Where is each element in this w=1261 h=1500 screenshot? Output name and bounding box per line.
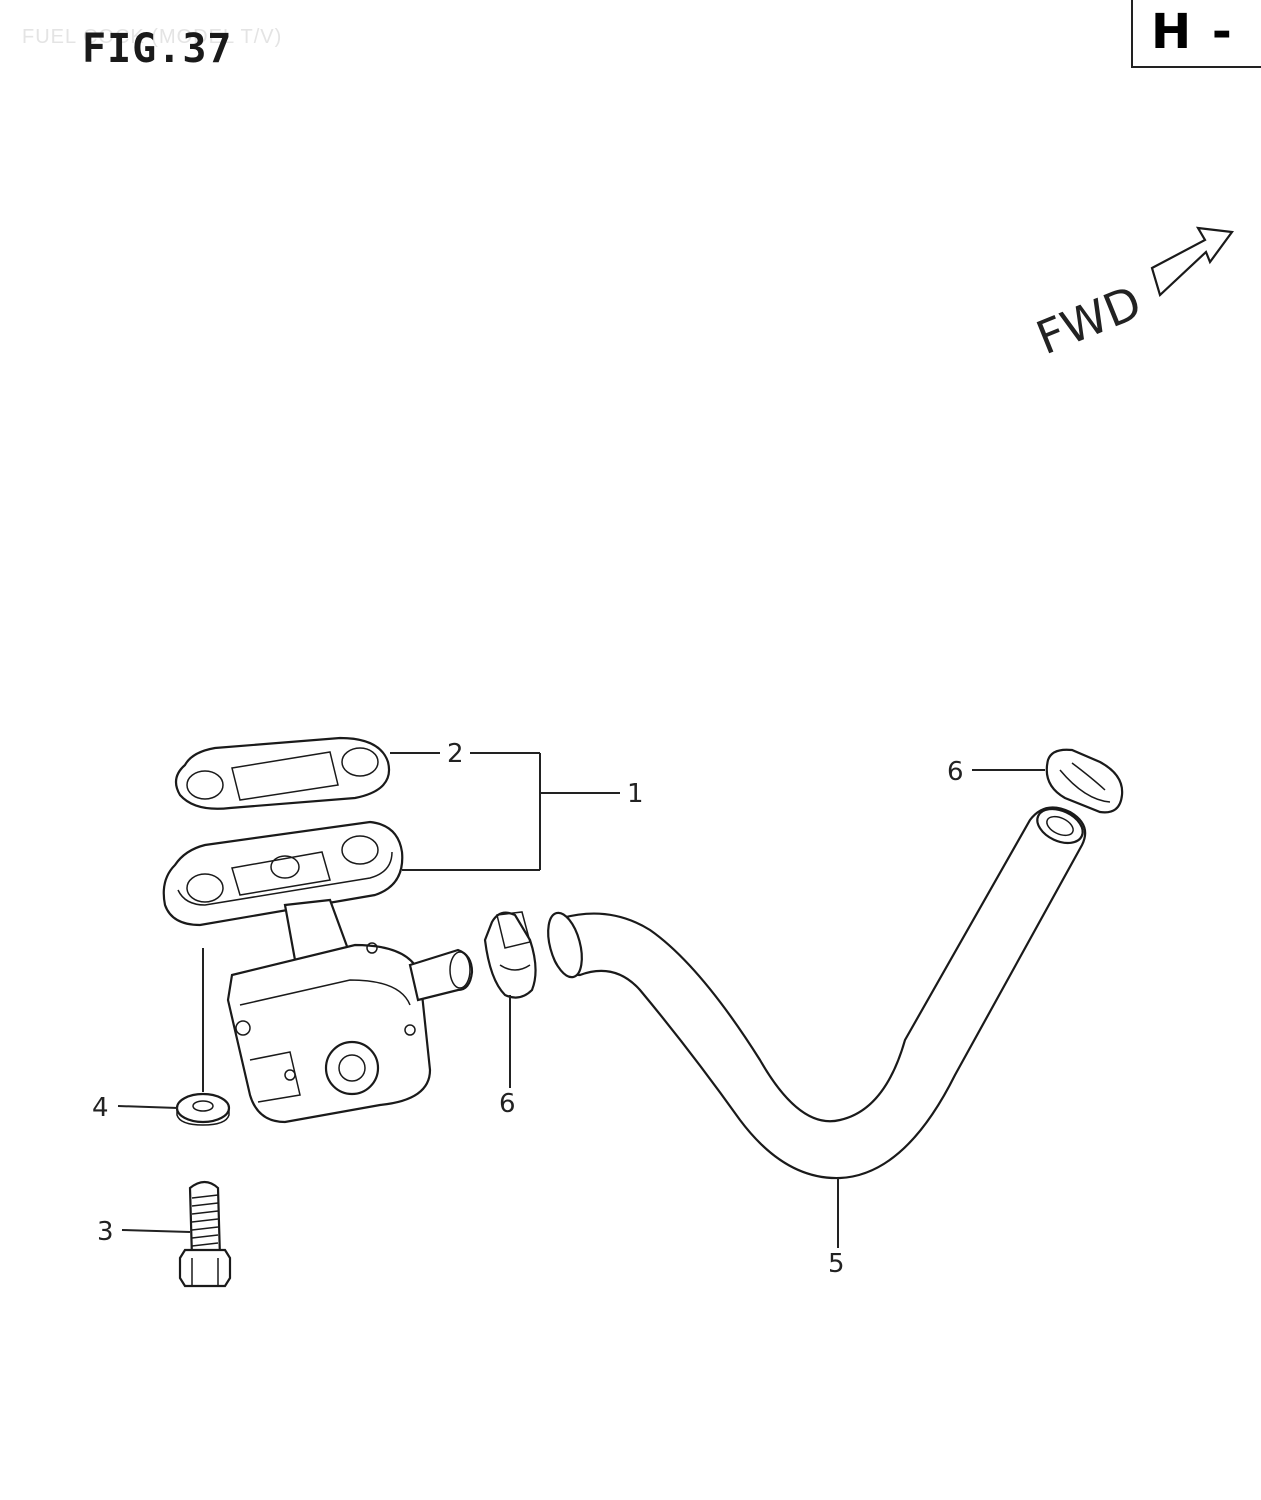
section-tag: H -	[1131, 0, 1261, 68]
callout-2: 2	[447, 739, 464, 769]
callout-6-lower: 6	[499, 1089, 516, 1119]
fwd-indicator: FWD	[1029, 226, 1235, 365]
clip-part-upper	[1045, 748, 1124, 814]
bolt-part	[178, 1180, 232, 1288]
leader-lines	[117, 752, 1045, 1248]
section-label: H -	[1151, 4, 1234, 60]
callout-1: 1	[627, 779, 644, 809]
washer-part	[175, 1092, 231, 1126]
callout-3: 3	[97, 1217, 114, 1247]
fuel-hose-part	[547, 806, 1087, 1180]
clip-part-lower	[483, 911, 537, 999]
fwd-label: FWD	[1029, 275, 1149, 365]
figure-subtitle-faint: FUEL COCK (MODEL T/V)	[22, 26, 283, 48]
callout-4: 4	[92, 1093, 109, 1123]
callout-6-upper: 6	[947, 757, 964, 787]
gasket-part	[174, 736, 391, 810]
figure-title: FIG.37	[82, 26, 233, 72]
fuel-cock-part	[162, 820, 474, 1124]
callout-5: 5	[828, 1249, 845, 1279]
fwd-arrow-icon	[1150, 226, 1235, 298]
